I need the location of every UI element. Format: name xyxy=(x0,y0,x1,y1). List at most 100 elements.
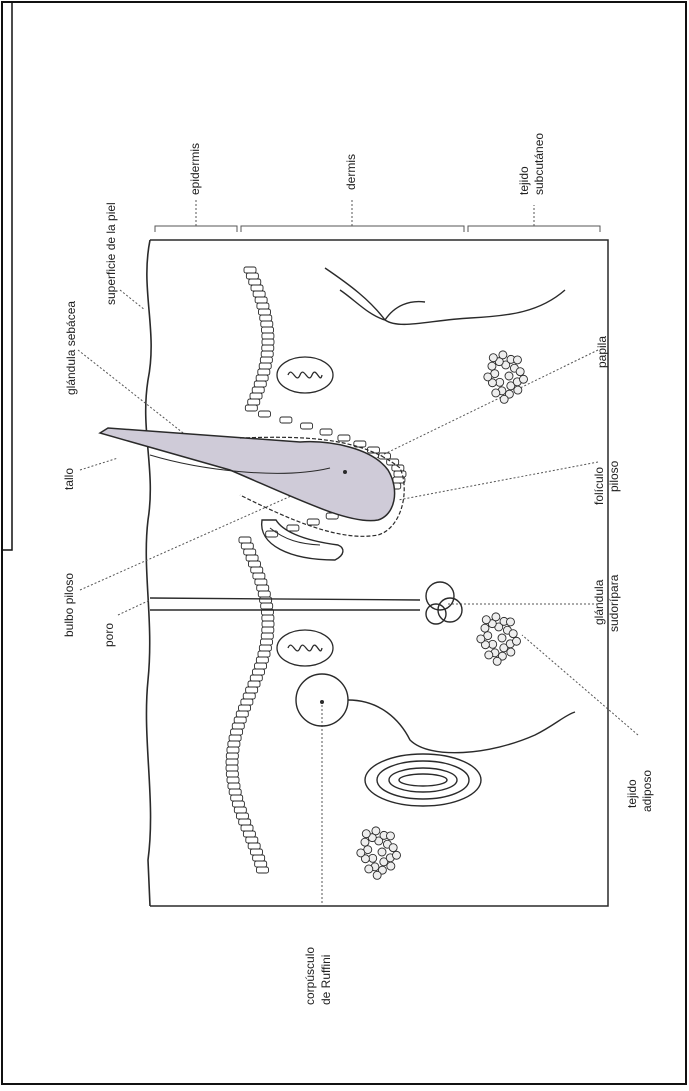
left-edge-frame xyxy=(2,2,12,550)
basal-cell xyxy=(262,627,274,633)
basal-cell xyxy=(255,297,267,303)
sweat-coil-3 xyxy=(426,604,446,624)
basal-cell xyxy=(320,429,332,435)
basal-cell xyxy=(262,333,274,339)
label-foliculo-line1: folículo xyxy=(592,467,606,505)
fat-cell xyxy=(493,657,501,665)
fat-cell xyxy=(488,362,496,370)
label-tallo: tallo xyxy=(62,468,76,490)
basal-cell xyxy=(246,273,258,279)
basal-cell xyxy=(239,537,251,543)
basal-cell xyxy=(234,717,246,723)
fat-cell xyxy=(514,386,522,394)
fat-cell xyxy=(507,648,515,656)
label-glandula-sudoripara-line1: glándula xyxy=(592,579,606,625)
fat-cell xyxy=(386,832,394,840)
fat-cell xyxy=(496,378,504,386)
basal-cell xyxy=(241,699,253,705)
basal-cell xyxy=(252,387,264,393)
fat-cell xyxy=(477,635,485,643)
ruffini-corpuscle xyxy=(296,674,575,753)
label-superficie: superficie de la piel xyxy=(104,202,118,305)
basal-cell xyxy=(228,783,240,789)
layer-brace-subcutaneo xyxy=(468,205,600,232)
hair-shaft-bulb xyxy=(100,428,395,521)
basal-cell xyxy=(256,657,268,663)
label-glandula-sebacea: glándula sebácea xyxy=(64,301,78,395)
sebaceous-gland xyxy=(262,520,343,560)
basal-cell xyxy=(261,603,273,609)
basal-cell xyxy=(228,741,240,747)
fat-cell xyxy=(365,865,373,873)
basal-cell xyxy=(236,711,248,717)
label-corpusculo-line1: corpúsculo xyxy=(303,947,317,1005)
basal-cell xyxy=(257,585,269,591)
label-bulbo-piloso: bulbo piloso xyxy=(62,573,76,637)
basal-cell xyxy=(262,339,274,345)
basal-cell xyxy=(229,735,241,741)
adipose-tissue xyxy=(357,351,528,879)
fat-cell xyxy=(516,368,524,376)
basal-cell xyxy=(232,801,244,807)
basal-cell xyxy=(226,771,238,777)
basal-cell xyxy=(249,279,261,285)
label-dermis: dermis xyxy=(344,154,358,190)
fat-cell xyxy=(498,634,506,642)
fat-cell xyxy=(481,624,489,632)
basal-cell xyxy=(250,849,262,855)
basal-cell xyxy=(258,309,270,315)
label-corpusculo-line2: de Ruffini xyxy=(319,955,333,1005)
basal-cell xyxy=(251,285,263,291)
basal-cell xyxy=(257,303,269,309)
label-foliculo-line2: piloso xyxy=(607,460,621,492)
basal-cell xyxy=(287,525,299,531)
basal-cell xyxy=(231,795,243,801)
basal-cell xyxy=(261,351,273,357)
basal-cell xyxy=(229,789,241,795)
basal-cell xyxy=(241,825,253,831)
fat-cell xyxy=(484,373,492,381)
fat-cell xyxy=(387,862,395,870)
basal-cell xyxy=(259,363,271,369)
basal-cell xyxy=(236,813,248,819)
fat-cell xyxy=(505,372,513,380)
layer-brace-dermis xyxy=(241,200,464,232)
fat-cell xyxy=(499,351,507,359)
basal-cell xyxy=(250,393,262,399)
basal-cell xyxy=(232,723,244,729)
fat-cell xyxy=(489,640,497,648)
basal-cell xyxy=(254,381,266,387)
sweat-gland xyxy=(150,582,462,624)
vessel-coil-upper xyxy=(277,357,333,393)
label-glandula-sudoripara-line2: sudorípara xyxy=(607,574,621,632)
label-tejido-adiposo-line2: adiposo xyxy=(640,770,654,812)
basal-cell xyxy=(243,693,255,699)
papilla-dot xyxy=(343,470,347,474)
basal-cell xyxy=(260,315,272,321)
fat-cell xyxy=(372,827,380,835)
pacinian-corpuscle xyxy=(365,754,481,806)
fat-cell xyxy=(519,375,527,383)
fat-cell xyxy=(509,630,517,638)
basal-cell xyxy=(246,687,258,693)
vessel-coil-lower xyxy=(277,630,333,666)
basal-cell xyxy=(260,639,272,645)
fat-cell xyxy=(361,838,369,846)
basal-cell xyxy=(301,423,313,429)
basal-cell xyxy=(255,861,267,867)
basal-cell xyxy=(260,357,272,363)
basal-cell xyxy=(253,573,265,579)
basal-cell xyxy=(280,417,292,423)
basal-cell xyxy=(248,561,260,567)
fat-cell xyxy=(513,356,521,364)
fat-cell xyxy=(369,854,377,862)
fat-cell xyxy=(373,871,381,879)
label-poro: poro xyxy=(102,623,116,647)
fat-cell xyxy=(392,851,400,859)
basal-cell xyxy=(394,471,406,477)
label-tejido-subcutaneo-line1: tejido xyxy=(517,166,531,195)
basal-cell xyxy=(260,597,272,603)
basal-cell xyxy=(255,663,267,669)
basal-cell xyxy=(226,765,238,771)
hair-follicle xyxy=(100,428,404,536)
